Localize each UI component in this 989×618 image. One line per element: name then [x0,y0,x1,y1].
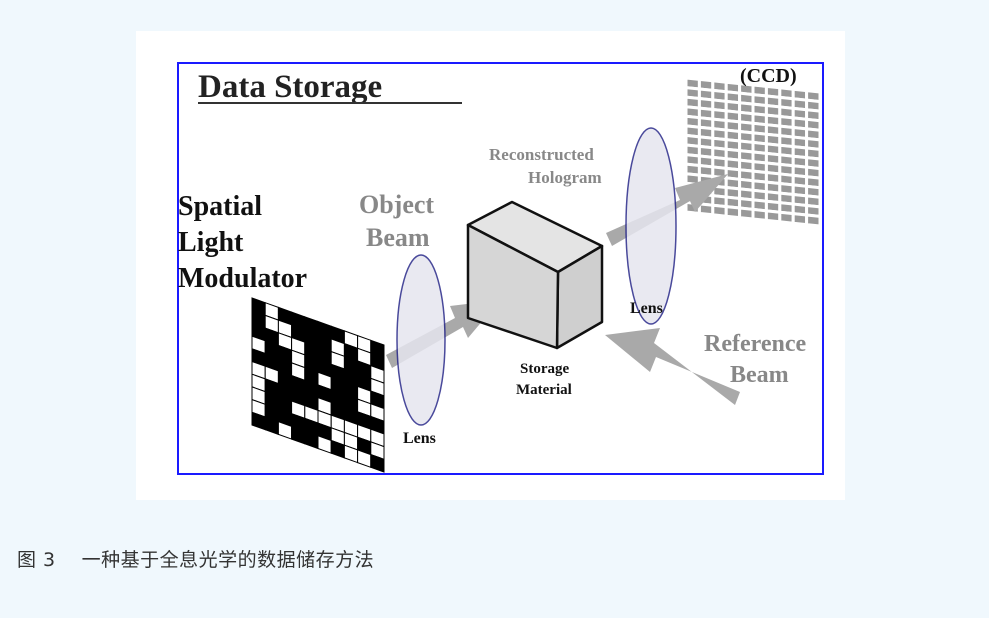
grid-cell [778,210,795,225]
grid-cell [711,203,728,218]
reference-beam-label-line2: Beam [730,362,789,388]
slm-label-line3: Modulator [178,263,307,294]
diagram-svg: Data Storage Spatial Light Modulator Len… [177,62,824,475]
grid-cell [751,207,768,223]
grid-cell [370,453,385,473]
caption-number: 图 3 [17,549,56,571]
reference-beam-arrow [605,328,740,405]
storage-material-label-line1: Storage [520,361,569,377]
ccd-label: (CCD) [740,65,797,87]
figure-caption: 图 3 一种基于全息光学的数据储存方法 [17,545,374,572]
storage-material-cube [466,200,604,350]
grid-cell [738,206,755,221]
reconstructed-hologram-label-line2: Hologram [528,168,602,187]
grid-cell [697,202,715,217]
grid-cell [764,209,782,224]
grid-cell [791,211,809,227]
lens-right-icon [625,127,677,325]
lens-left-icon [396,254,446,426]
reconstructed-hologram-label-line1: Reconstructed [489,145,594,164]
object-beam-label-line1: Object [359,190,434,219]
spatial-light-modulator-grid [251,297,385,473]
object-beam-label-line2: Beam [366,223,430,252]
diagram-title: Data Storage [198,69,382,105]
storage-material-label-line2: Material [516,382,572,398]
slm-label-line2: Light [178,227,244,258]
lens-left-label: Lens [403,430,436,447]
ccd-grid [684,76,822,228]
lens-right-label: Lens [630,300,663,317]
hologram-data-storage-figure: Data Storage Spatial Light Modulator Len… [136,31,845,500]
slm-label-line1: Spatial [178,191,262,222]
grid-cell [724,204,742,220]
reference-beam-label-line1: Reference [704,331,807,357]
grid-cell [805,213,822,228]
caption-text: 一种基于全息光学的数据储存方法 [81,549,375,571]
